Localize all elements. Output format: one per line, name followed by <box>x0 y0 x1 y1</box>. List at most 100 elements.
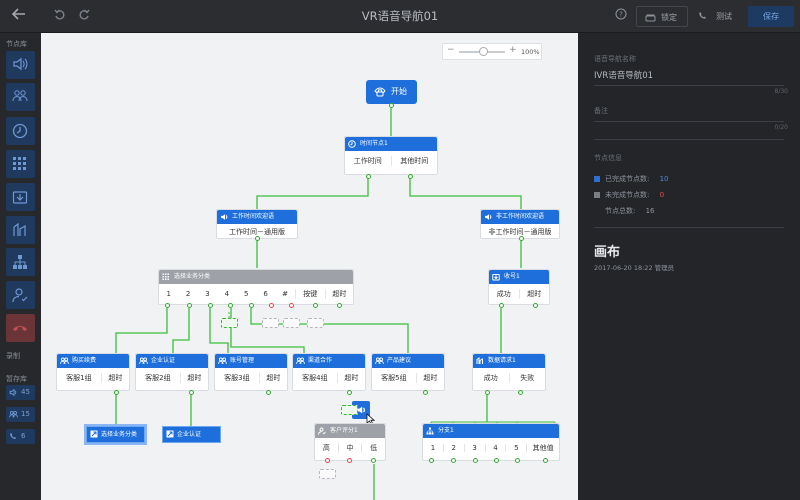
branch-option[interactable]: 3 <box>463 444 485 452</box>
key-option[interactable]: 6 <box>263 290 268 298</box>
connector-port-empty[interactable] <box>347 458 352 463</box>
key-option[interactable]: 2 <box>185 290 191 298</box>
connector-port[interactable] <box>347 390 352 395</box>
connector-port[interactable] <box>423 390 428 395</box>
connector-port[interactable] <box>533 303 538 308</box>
rating-medium[interactable]: 中 <box>337 443 362 453</box>
connector-port[interactable] <box>499 303 504 308</box>
key-option[interactable]: # <box>282 290 288 298</box>
option-timeout[interactable]: 超时 <box>100 373 129 383</box>
option-success[interactable]: 成功 <box>496 290 511 298</box>
back-button[interactable] <box>8 7 30 26</box>
branch-option[interactable]: 4 <box>484 444 506 452</box>
connector-port[interactable] <box>519 236 524 241</box>
test-button[interactable]: 测试 <box>692 6 744 27</box>
drop-target[interactable] <box>341 405 358 415</box>
connector-port[interactable] <box>165 303 170 308</box>
stash-item-voice[interactable]: 45 <box>6 385 35 400</box>
connector-port[interactable] <box>371 458 376 463</box>
option-team[interactable]: 客服5组 <box>381 374 407 382</box>
node-branch[interactable]: 分支1 1 2 3 4 5 其他值 <box>422 423 560 461</box>
name-input[interactable]: IVR语音导航01 <box>594 71 654 81</box>
connector-port[interactable] <box>543 458 548 463</box>
empty-slot[interactable] <box>307 318 324 328</box>
node-select-category[interactable]: 选择业务分类 1 2 3 4 5 6 # 按键 超时 <box>158 269 354 305</box>
node-time[interactable]: 时间节点1 工作时间 其他时间 <box>344 136 438 175</box>
rating-high[interactable]: 高 <box>322 444 330 452</box>
key-option[interactable]: 3 <box>205 290 210 298</box>
connector-port-empty[interactable] <box>289 303 294 308</box>
option-work-time[interactable]: 工作时间 <box>353 157 382 165</box>
zoom-in-button[interactable]: + <box>509 45 517 55</box>
option-timeout[interactable]: 超时 <box>258 373 287 383</box>
node-type-grid[interactable] <box>6 150 35 178</box>
node-data-request[interactable]: 数据请求1 成功 失败 <box>472 353 546 391</box>
stash-item-menu[interactable]: 15 <box>6 407 35 422</box>
node-off-welcome[interactable]: 非工作时间欢迎语 非工作时间－通用版 <box>480 209 560 239</box>
branch-option[interactable]: 2 <box>442 444 464 452</box>
option-timeout[interactable]: 超时 <box>518 289 550 299</box>
option-timeout[interactable]: 超时 <box>336 373 365 383</box>
connector-port[interactable] <box>266 390 271 395</box>
key-option-timeout[interactable]: 超时 <box>324 289 353 299</box>
option-team[interactable]: 客服3组 <box>224 374 250 382</box>
note-input[interactable] <box>594 121 784 122</box>
connector-port[interactable] <box>313 303 318 308</box>
key-option[interactable]: 5 <box>244 290 249 298</box>
lock-button[interactable]: 锁定 <box>636 6 688 27</box>
empty-slot[interactable] <box>283 318 300 328</box>
connector-port-empty[interactable] <box>269 303 274 308</box>
node-channel[interactable]: 渠道合作 客服4组 超时 <box>292 353 366 391</box>
node-type-rating[interactable] <box>6 281 35 309</box>
empty-slot[interactable] <box>319 469 336 479</box>
flow-canvas[interactable]: − + 100% 开始 时间节点1 工作时间 其他时间 <box>41 33 578 500</box>
connector-port[interactable] <box>337 303 342 308</box>
undo-button[interactable] <box>52 7 68 26</box>
connector-port[interactable] <box>208 303 213 308</box>
connector-port[interactable] <box>255 236 260 241</box>
node-purchase[interactable]: 购买续费 客服1组 超时 <box>56 353 130 391</box>
branch-option-other[interactable]: 其他值 <box>526 443 559 453</box>
option-other-time[interactable]: 其他时间 <box>390 156 438 166</box>
branch-option[interactable]: 1 <box>430 444 436 452</box>
connector-port[interactable] <box>187 303 192 308</box>
connector-port[interactable] <box>485 390 490 395</box>
connector-port[interactable] <box>408 174 413 179</box>
option-team[interactable]: 客服4组 <box>302 374 328 382</box>
connector-port[interactable] <box>189 390 194 395</box>
node-type-menu[interactable] <box>6 83 35 111</box>
option-team[interactable]: 客服2组 <box>145 374 171 382</box>
connector-port[interactable] <box>114 390 119 395</box>
help-button[interactable]: ? <box>614 7 628 26</box>
connector-port[interactable] <box>515 458 520 463</box>
node-suggestion[interactable]: 产品建议 客服5组 超时 <box>371 353 445 391</box>
branch-option[interactable]: 5 <box>505 444 526 452</box>
empty-slot[interactable] <box>262 318 279 328</box>
empty-slot[interactable] <box>221 318 238 328</box>
option-timeout[interactable]: 超时 <box>179 373 208 383</box>
reference-node-enterprise-cert[interactable]: 企业认证 <box>162 426 221 443</box>
connector-port[interactable] <box>473 458 478 463</box>
node-type-branch[interactable] <box>6 248 35 276</box>
reference-node-select-category[interactable]: 选择业务分类 <box>84 424 147 445</box>
node-collect-number[interactable]: 收号1 成功 超时 <box>488 269 550 305</box>
connector-port[interactable] <box>228 303 233 308</box>
key-option[interactable]: 4 <box>224 290 230 298</box>
key-option-keypress[interactable]: 按键 <box>294 289 325 299</box>
connector-port-empty[interactable] <box>325 458 330 463</box>
node-enterprise-cert[interactable]: 企业认证 客服2组 超时 <box>135 353 209 391</box>
node-type-hangup[interactable] <box>6 314 35 342</box>
node-work-welcome[interactable]: 工作时间欢迎语 工作时间－通用版 <box>216 209 298 239</box>
connector-port[interactable] <box>366 174 371 179</box>
stash-item-phone[interactable]: 6 <box>6 429 35 444</box>
connector-port[interactable] <box>389 103 394 108</box>
node-type-collect[interactable] <box>6 183 35 211</box>
zoom-out-button[interactable]: − <box>447 45 455 55</box>
connector-port[interactable] <box>494 458 499 463</box>
key-option[interactable]: 1 <box>166 290 171 298</box>
option-failure[interactable]: 失败 <box>508 373 546 383</box>
node-start[interactable]: 开始 <box>366 80 417 104</box>
save-button[interactable]: 保存 <box>748 6 794 27</box>
connector-port[interactable] <box>429 458 434 463</box>
connector-port[interactable] <box>249 303 254 308</box>
